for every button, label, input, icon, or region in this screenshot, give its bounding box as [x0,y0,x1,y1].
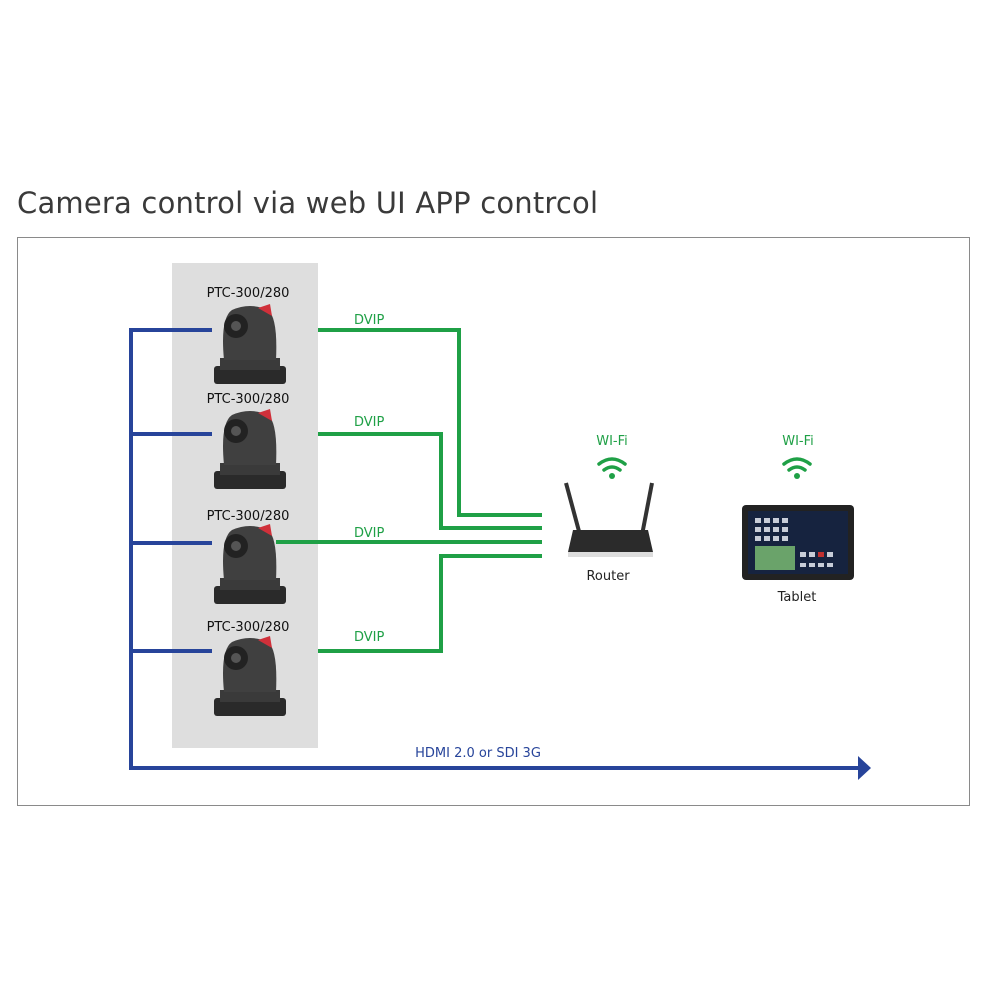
camera-model-label: PTC-300/280 [207,509,290,524]
wifi-icon [782,457,812,479]
dvip-label: DVIP [354,630,385,645]
hdmi-sdi-label: HDMI 2.0 or SDI 3G [415,746,541,761]
camera-model-label: PTC-300/280 [207,286,290,301]
dvip-label: DVIP [354,415,385,430]
tablet-wifi-label: WI-Fi [782,434,814,449]
arrow-head-icon [858,756,871,780]
tablet-label: Tablet [777,590,817,605]
router-wifi-label: WI-Fi [596,434,628,449]
diagram-frame [17,237,970,806]
tablet-icon [742,505,854,580]
dvip-label: DVIP [354,313,385,328]
camera-model-label: PTC-300/280 [207,620,290,635]
hdmi-lines [129,328,860,770]
router-label: Router [586,569,630,584]
dvip-label: DVIP [354,526,385,541]
page-title: Camera control via web UI APP contrcol [17,186,599,220]
router-icon [564,482,654,557]
camera-model-label: PTC-300/280 [207,392,290,407]
dvip-lines [276,328,542,653]
wifi-icon [597,457,627,479]
